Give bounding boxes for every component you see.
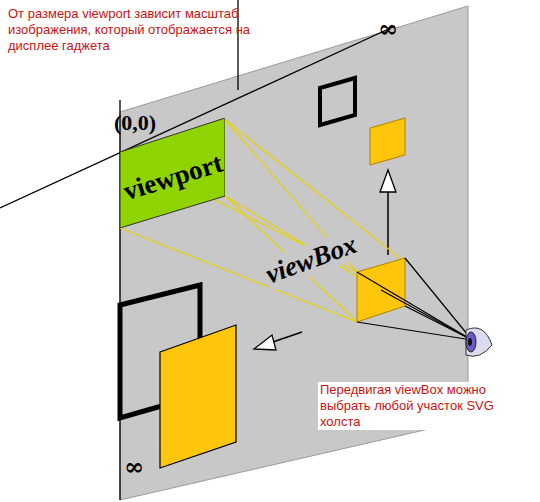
note-text: От размера viewport зависит масштаб изоб… xyxy=(8,6,270,54)
yellow-square xyxy=(160,325,236,468)
arrow-head xyxy=(254,335,276,350)
move-arrow xyxy=(270,332,302,343)
infinity-mark: ∞ xyxy=(378,14,398,43)
eye-symbol xyxy=(466,328,492,356)
move-arrow xyxy=(387,190,389,255)
yellow-square xyxy=(370,118,405,165)
outline-square xyxy=(320,78,355,125)
x-axis xyxy=(0,26,395,208)
sight-lines xyxy=(357,258,472,340)
origin-label: (0,0) xyxy=(114,110,156,136)
note-text: Передвигая viewBox можно выбрать любой у… xyxy=(318,382,534,430)
arrow-head xyxy=(380,170,396,192)
infinity-mark: ∞ xyxy=(124,452,144,481)
